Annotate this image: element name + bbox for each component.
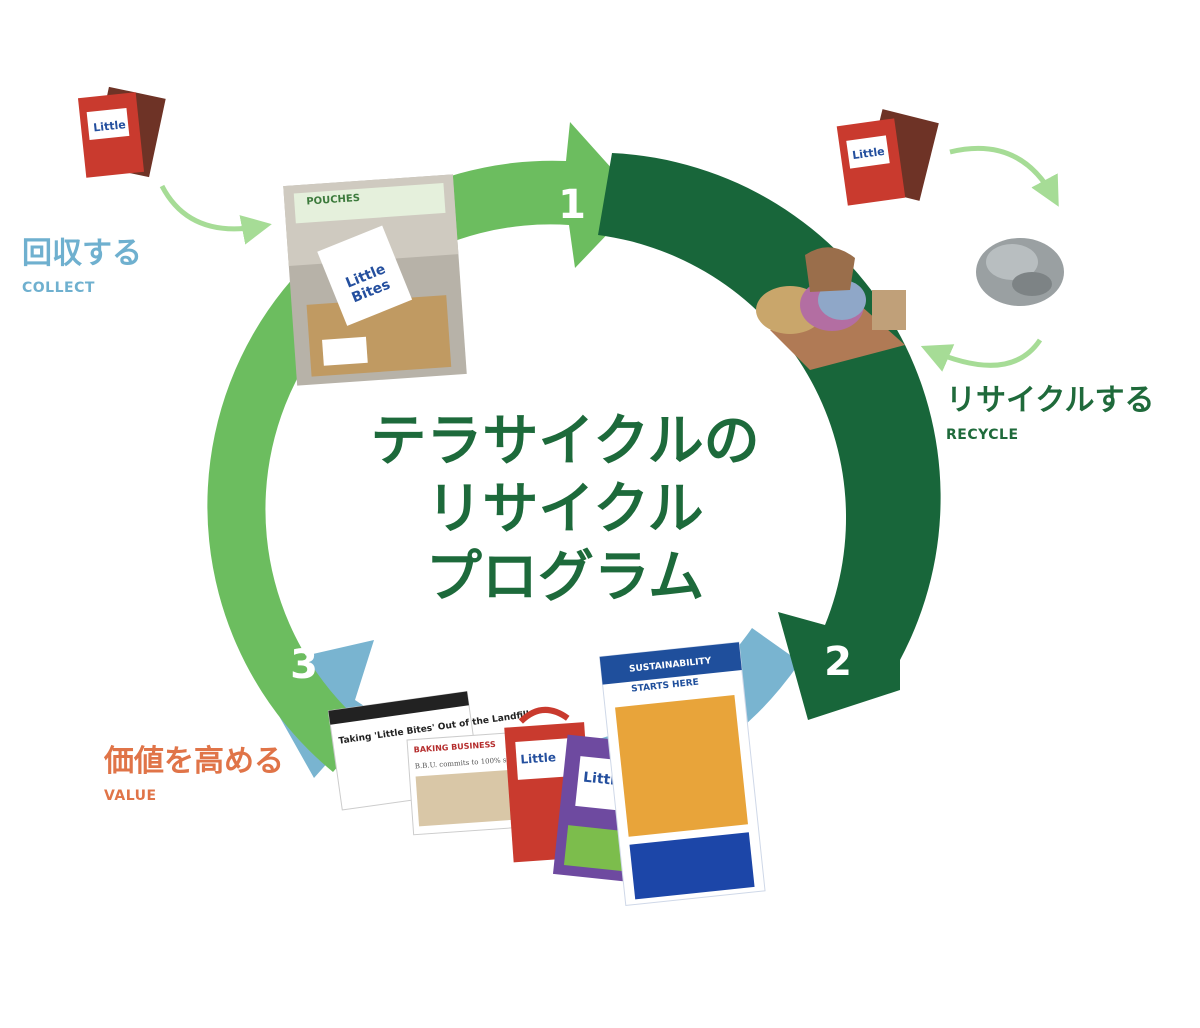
value-label-jp: 価値を高める [104, 744, 284, 779]
svg-text:Little: Little [520, 750, 556, 766]
recycle-label-en: RECYCLE [946, 427, 1019, 443]
step-number-1: 1 [558, 182, 586, 228]
little-bites-pouches-collect: Little [77, 86, 166, 178]
step-label-recycle: リサイクルする RECYCLE [946, 383, 1155, 445]
svg-text:Little: Little [851, 145, 885, 162]
recycle-connector-arrow-bottom [920, 338, 1043, 372]
value-label-en: VALUE [104, 788, 157, 804]
box-pouches-label: POUCHES [306, 193, 360, 208]
step-number-3: 3 [290, 642, 318, 688]
collect-connector-arrow [159, 184, 272, 245]
title-line-2: リサイクル [426, 477, 704, 542]
step-number-2: 2 [824, 639, 852, 685]
collect-label-en: COLLECT [22, 280, 95, 296]
title-line-1: テラサイクルの [370, 409, 760, 474]
svg-text:Little: Little [93, 118, 127, 134]
recycle-label-jp: リサイクルする [946, 383, 1155, 418]
sustainability-display: SUSTAINABILITY STARTS HERE [599, 641, 766, 907]
step-label-value: 価値を高める VALUE [104, 744, 284, 806]
collect-label-jp: 回収する [22, 236, 142, 271]
diagram-title: テラサイクルの リサイクル プログラム [330, 408, 800, 612]
step-label-collect: 回収する COLLECT [22, 236, 142, 298]
collection-box-photo: POUCHES Little Bites [283, 174, 467, 386]
little-bites-pouches-recycle: Little [836, 109, 939, 206]
plastic-pellets [976, 238, 1064, 306]
recycle-connector-arrow-top [949, 146, 1059, 207]
title-line-3: プログラム [425, 545, 705, 610]
recycled-products [756, 247, 906, 370]
